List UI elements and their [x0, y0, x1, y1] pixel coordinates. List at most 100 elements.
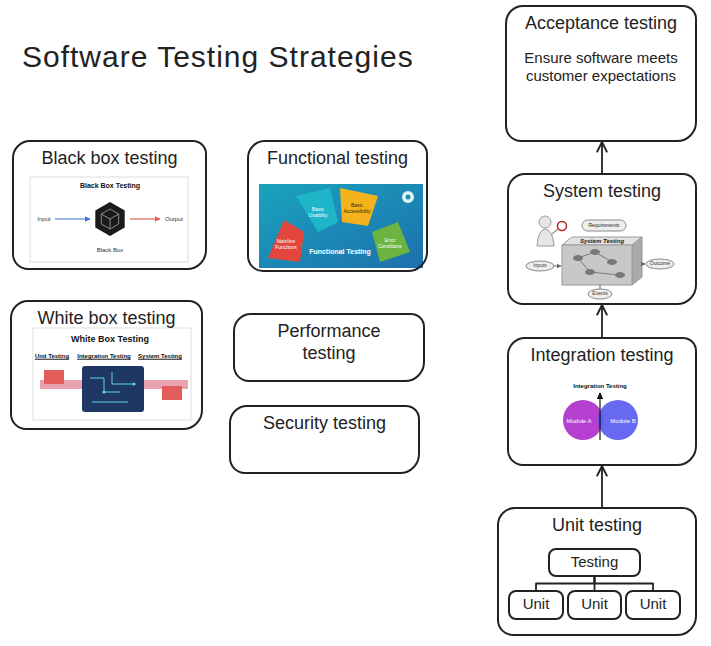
black-box-picture	[30, 177, 188, 262]
picture-label: Black Box Testing	[80, 182, 140, 190]
black-box-picture	[30, 177, 188, 262]
system-testing-picture	[554, 266, 561, 267]
node-heading: Acceptance testing	[513, 13, 689, 35]
system-testing-picture	[590, 249, 600, 255]
functional-testing-picture	[402, 191, 414, 203]
system-testing-picture	[582, 220, 626, 231]
system-testing-picture	[573, 255, 583, 261]
picture-label: Basic Usability	[304, 207, 332, 218]
black-box-picture	[101, 209, 118, 229]
integration-testing-picture	[599, 393, 600, 440]
strategy-box: Security testing	[229, 405, 420, 474]
flow-arrow	[601, 305, 603, 337]
system-testing-picture	[526, 216, 674, 299]
picture-label: Unit Testing	[35, 353, 69, 360]
node-heading: Integration testing	[515, 345, 689, 367]
node-heading: Security testing	[237, 413, 412, 435]
white-box-picture	[102, 390, 105, 393]
black-box-picture	[95, 202, 124, 236]
picture-label: Input	[37, 216, 50, 223]
system-testing-picture	[537, 229, 554, 246]
picture-label: Error Conditions	[376, 238, 404, 249]
picture-label: Module B	[610, 418, 635, 425]
picture-label: White Box Testing	[71, 335, 149, 345]
node-heading: System testing	[515, 181, 689, 203]
picture-label: System Testing	[138, 353, 182, 360]
white-box-picture	[132, 382, 135, 385]
system-testing-picture	[607, 259, 617, 265]
white-box-picture	[90, 372, 134, 402]
picture-label: Module A	[566, 418, 591, 425]
functional-testing-picture	[268, 220, 304, 262]
system-testing-picture	[578, 252, 620, 275]
node-heading: Functional testing	[255, 148, 420, 170]
node-heading: Unit	[514, 595, 558, 613]
system-testing-picture	[585, 269, 595, 275]
system-testing-picture	[615, 272, 625, 278]
functional-testing-picture	[372, 222, 410, 262]
functional-testing-picture	[259, 184, 423, 268]
node-heading: White box testing	[18, 308, 195, 330]
flow-arrow	[601, 466, 603, 507]
integration-testing-picture	[563, 393, 638, 440]
level-box: Unit testingTestingUnit Unit Unit	[497, 507, 697, 636]
picture-label: Integration Testing	[573, 383, 627, 390]
integration-testing-picture	[598, 400, 638, 440]
picture-label: System Testing	[580, 238, 624, 245]
node-heading: Performance testing	[264, 321, 394, 364]
picture-label: Basic Accessibility	[341, 203, 373, 214]
system-testing-picture	[558, 222, 567, 231]
node-heading: Unit	[631, 595, 675, 613]
functional-testing-picture	[340, 188, 378, 226]
system-testing-picture	[526, 261, 554, 271]
system-testing-picture	[600, 285, 601, 289]
picture-label: Integration Testing	[77, 353, 131, 360]
level-box: Integration testing	[507, 337, 697, 466]
system-testing-picture	[562, 245, 632, 285]
system-testing-picture	[632, 237, 642, 285]
diagram-title: Software Testing Strategies	[22, 40, 414, 74]
system-testing-picture	[642, 264, 645, 265]
tree-line	[536, 577, 595, 590]
picture-label: Requirements	[588, 223, 619, 229]
node-heading: Testing	[554, 553, 635, 571]
picture-label: Black Box	[97, 247, 124, 254]
system-testing-picture	[539, 216, 551, 228]
picture-label: Outcome	[650, 261, 670, 267]
strategy-box: Performance testing	[233, 313, 425, 382]
unit-box: Unit	[567, 590, 622, 620]
system-testing-picture	[562, 237, 642, 245]
functional-testing-picture	[259, 184, 423, 268]
white-box-picture	[33, 328, 191, 420]
picture-label: Functional Testing	[309, 248, 371, 256]
picture-label: Output	[165, 216, 183, 223]
node-heading: Unit testing	[505, 515, 689, 537]
strategy-box: White box testing	[10, 300, 203, 430]
system-testing-picture	[552, 229, 558, 234]
unit-box: Unit	[508, 590, 564, 620]
picture-label: Mainline Functions	[272, 239, 300, 250]
flow-arrow	[601, 142, 603, 173]
white-box-picture	[162, 386, 182, 400]
tree-line	[595, 577, 654, 590]
system-testing-picture	[646, 259, 674, 269]
system-testing-picture	[588, 289, 612, 299]
functional-testing-picture	[406, 195, 411, 200]
testing-box: Testing	[548, 548, 641, 577]
unit-box: Unit	[625, 590, 681, 620]
node-heading: Black box testing	[20, 148, 199, 170]
white-box-picture	[44, 370, 64, 384]
picture-label: Events	[592, 291, 607, 297]
black-box-picture	[55, 218, 90, 219]
node-heading: Unit	[573, 595, 616, 613]
functional-testing-picture	[296, 188, 338, 232]
node-body: Ensure software meets customer expectati…	[519, 49, 684, 85]
integration-testing-picture	[563, 400, 603, 440]
black-box-picture	[101, 214, 118, 229]
white-box-picture	[82, 366, 144, 412]
picture-label: Inputs	[533, 263, 547, 269]
white-box-picture	[33, 328, 191, 420]
acceptance-box: Acceptance testingEnsure software meets …	[505, 5, 697, 142]
black-box-picture	[130, 218, 160, 219]
